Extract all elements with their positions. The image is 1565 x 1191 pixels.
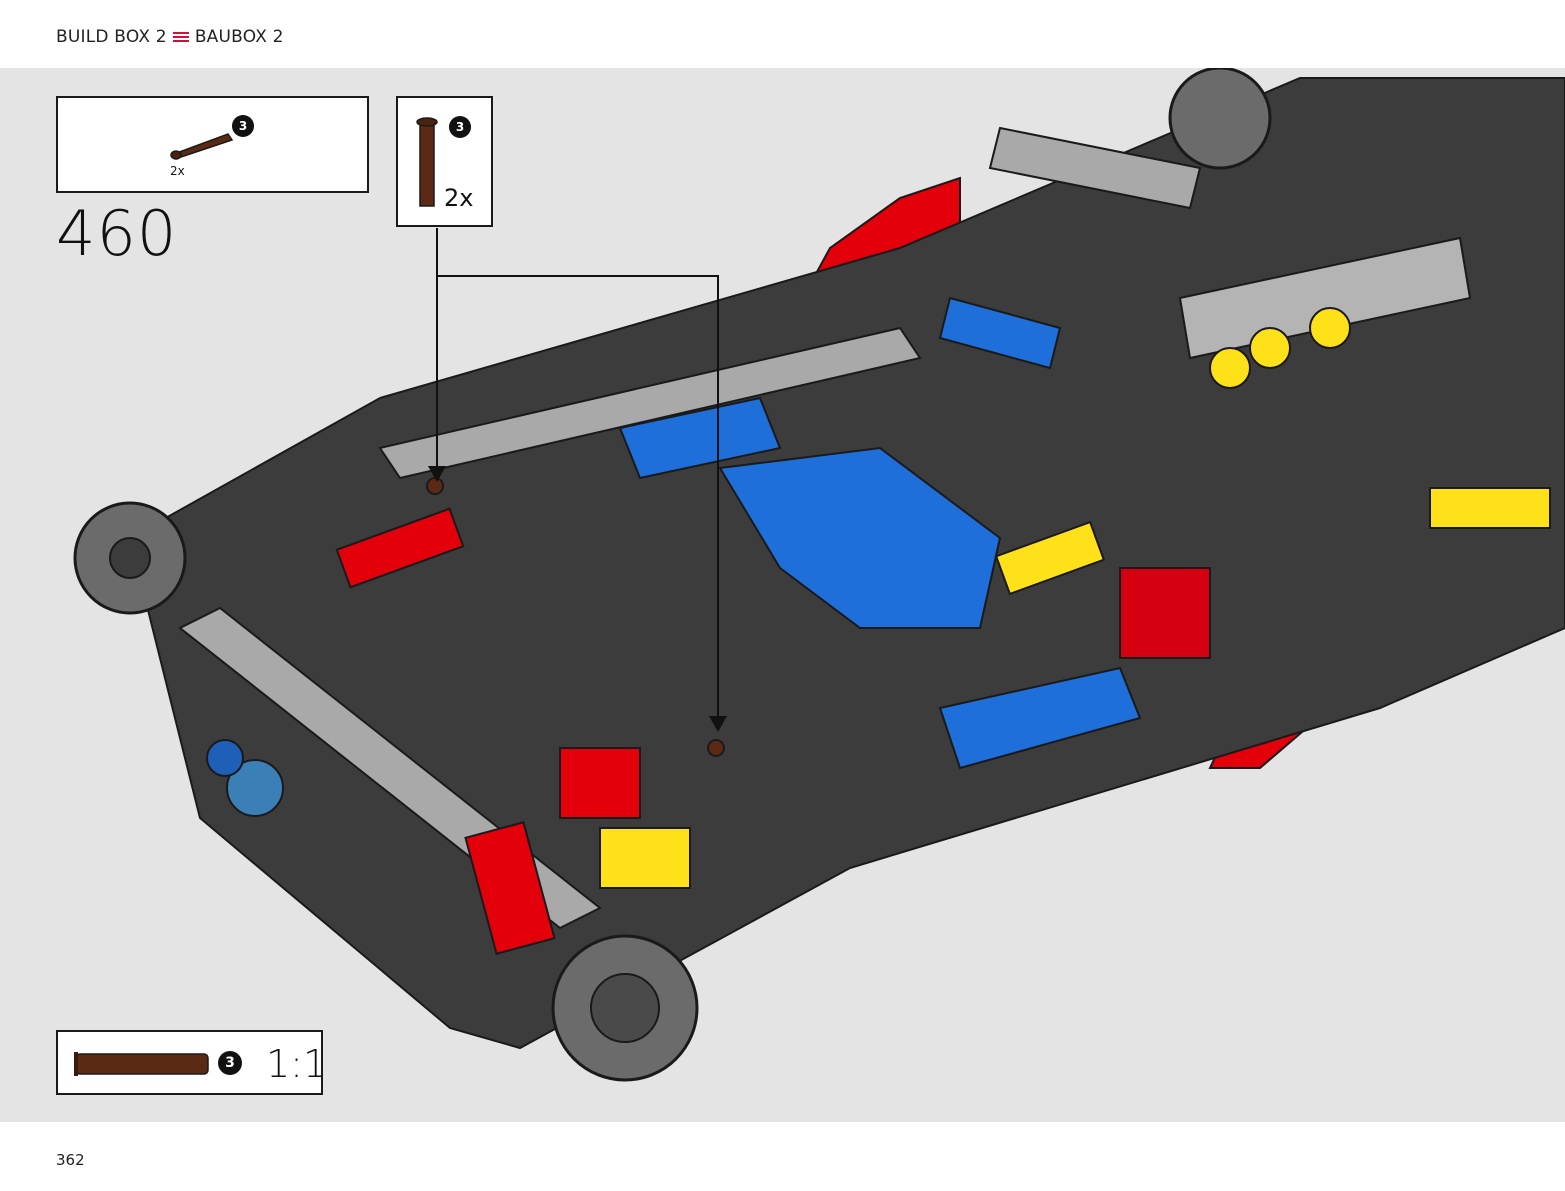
yellow-part-2 (599, 827, 691, 889)
yellow-piston-1 (1209, 347, 1251, 389)
axle-pin-icon (170, 133, 234, 160)
blue-part-lower (938, 666, 1142, 770)
parts-quantity: 2x (170, 164, 185, 178)
arrow-head-2 (709, 716, 727, 732)
scale-label: 1:1 (266, 1042, 328, 1086)
red-shock-spring (464, 821, 556, 955)
scale-box: 3 1:1 (56, 1030, 327, 1095)
page-header: BUILD BOX 2 BAUBOX 2 (0, 0, 1565, 68)
build-box-label: BUILD BOX 2 (56, 27, 167, 47)
gray-beam-4 (1178, 236, 1472, 360)
brake-disc-front-hub (109, 537, 151, 579)
blue-gear-small (206, 739, 244, 777)
gray-beam-2 (378, 326, 922, 480)
blue-assembly-center (718, 446, 1002, 629)
axle-scale-icon (74, 1052, 209, 1076)
target-hole-2 (707, 739, 725, 757)
gray-beam-3 (988, 126, 1202, 210)
instruction-canvas: 3 2x 460 3 2x 3 1:1 (0, 68, 1565, 1122)
brake-disc-rear-hub (590, 973, 660, 1043)
scale-color-badge: 3 (218, 1051, 242, 1075)
blue-part-top (938, 296, 1062, 370)
red-connector-2 (559, 747, 641, 819)
axle-pin-vertical-icon (416, 117, 438, 207)
page-number: 362 (56, 1151, 85, 1169)
blue-part-left (618, 396, 782, 480)
brake-disc-top (1168, 68, 1272, 170)
red-connector-1 (335, 507, 465, 589)
callout-color-badge: 3 (449, 116, 471, 138)
yellow-part-1 (994, 520, 1106, 596)
build-box-title: BUILD BOX 2 BAUBOX 2 (56, 27, 284, 47)
yellow-piston-2 (1249, 327, 1291, 369)
red-part-mid (1119, 567, 1211, 659)
baubox-label: BAUBOX 2 (194, 27, 284, 47)
page-footer: 362 (0, 1122, 1565, 1191)
color-badge: 3 (232, 115, 254, 137)
triple-line-icon (172, 31, 189, 43)
callout-quantity: 2x (444, 184, 474, 212)
step-number: 460 (56, 197, 178, 270)
yellow-part-3 (1429, 487, 1551, 529)
yellow-piston-3 (1309, 307, 1351, 349)
arrow-head-1 (428, 466, 446, 482)
parts-list-box: 3 2x (56, 96, 369, 193)
guide-line (436, 228, 719, 718)
blue-gear (226, 759, 284, 817)
model-illustration (73, 68, 1565, 1082)
target-hole-1 (426, 477, 444, 495)
callout-box: 3 2x (396, 96, 493, 227)
